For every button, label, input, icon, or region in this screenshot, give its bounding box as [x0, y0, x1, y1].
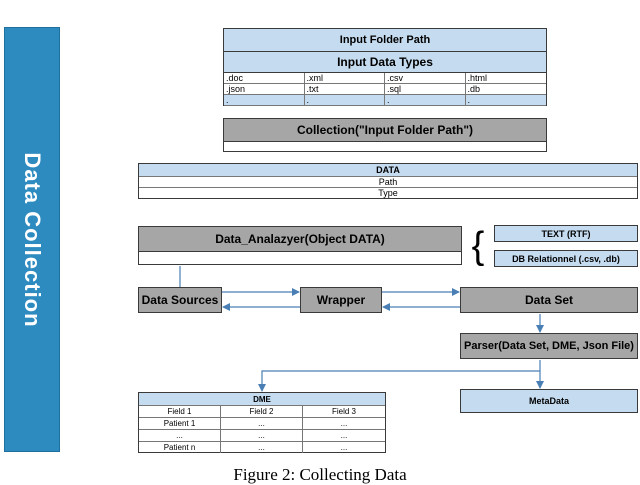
type-cell: . [465, 95, 546, 106]
type-cell: .html [465, 73, 546, 84]
input-folder-title: Input Folder Path [224, 29, 546, 52]
dme-title: DME [139, 393, 385, 405]
data-set-node: Data Set [460, 287, 638, 313]
dme-cell: ... [221, 441, 303, 453]
dme-cell: ... [303, 429, 385, 441]
parser-node: Parser(Data Set, DME, Json File) [460, 333, 638, 359]
type-cell: . [224, 95, 305, 106]
dme-cell: Patient n [139, 441, 221, 453]
data-title: DATA [139, 164, 637, 176]
type-cell: .csv [385, 73, 466, 84]
dme-header: Field 3 [303, 405, 385, 417]
dme-cell: ... [221, 429, 303, 441]
dme-cell: Patient 1 [139, 417, 221, 429]
sidebar-banner: Data Collection [4, 27, 60, 452]
figure-caption: Figure 2: Collecting Data [233, 465, 407, 484]
type-cell: .txt [304, 84, 385, 95]
wrapper-node: Wrapper [300, 287, 382, 313]
dme-table: DME Field 1 Field 2 Field 3 Patient 1 ..… [138, 392, 386, 453]
type-cell: .json [224, 84, 305, 95]
analyzer-title: Data_Analazyer(Object DATA) [139, 227, 461, 252]
dme-cell: ... [303, 417, 385, 429]
collection-box: Collection("Input Folder Path") [223, 118, 547, 152]
data-box: DATA Path Type [138, 163, 638, 199]
type-cell: .doc [224, 73, 305, 84]
input-types-title: Input Data Types [224, 52, 546, 73]
analyzer-box: Data_Analazyer(Object DATA) [138, 226, 462, 265]
input-types-box: Input Folder Path Input Data Types .doc … [223, 28, 547, 106]
type-cell: .sql [385, 84, 466, 95]
type-cell: .xml [304, 73, 385, 84]
dme-cell: ... [139, 429, 221, 441]
metadata-node: MetaData [460, 389, 638, 413]
collection-title: Collection("Input Folder Path") [224, 119, 546, 142]
parser-to-dme-arrow [258, 370, 540, 392]
format-text-box: TEXT (RTF) [494, 225, 638, 242]
input-types-grid: .doc .xml .csv .html .json .txt .sql .db… [224, 73, 546, 106]
format-db-box: DB Relationnel (.csv, .db) [494, 250, 638, 267]
data-row-type: Type [139, 187, 637, 198]
dme-header: Field 2 [221, 405, 303, 417]
data-row-path: Path [139, 176, 637, 187]
type-cell: .db [465, 84, 546, 95]
dme-cell: ... [303, 441, 385, 453]
dme-cell: ... [221, 417, 303, 429]
type-cell: . [304, 95, 385, 106]
dme-header: Field 1 [139, 405, 221, 417]
dme-grid: Field 1 Field 2 Field 3 Patient 1 ... ..… [139, 405, 385, 453]
brace-symbol: { [471, 225, 485, 267]
data-sources-node: Data Sources [138, 287, 222, 313]
type-cell: . [385, 95, 466, 106]
